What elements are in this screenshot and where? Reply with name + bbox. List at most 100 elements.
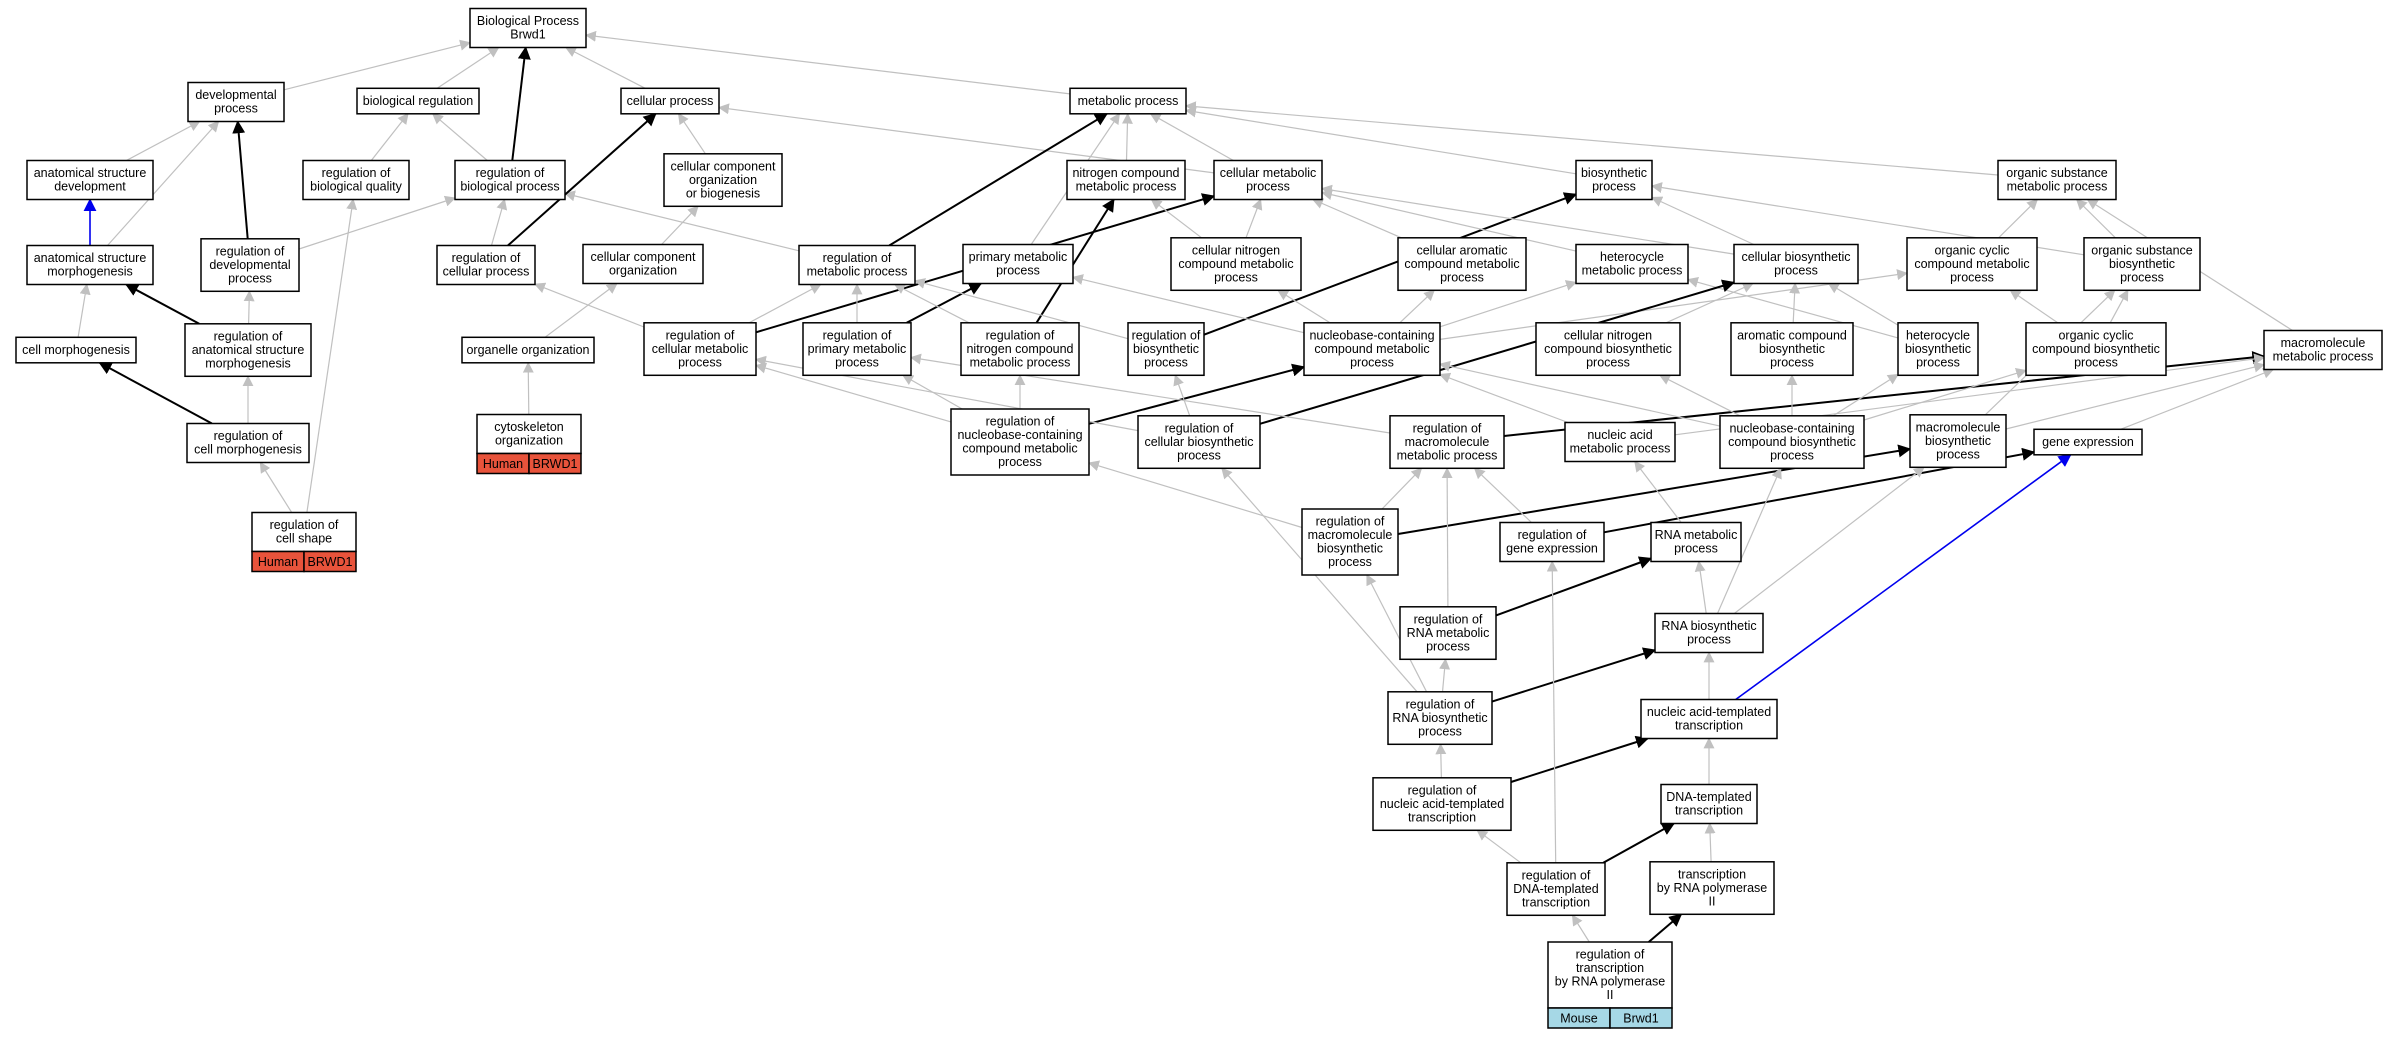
term-label-line: morphogenesis [47, 265, 132, 279]
term-box [1654, 612, 1764, 654]
term-node-metabolic-process[interactable]: metabolic process [1069, 87, 1187, 115]
edge-metabolic-process-to-bp-root [584, 30, 1071, 95]
term-label-line: transcription [1576, 961, 1644, 975]
edge-organelle-organization-to-cellular-component-organization [544, 282, 618, 338]
term-label-line: biosynthetic [1133, 342, 1199, 356]
edge-anatomical-structure-development-to-developmental-process [126, 120, 201, 162]
term-label-line: cytoskeleton [494, 420, 564, 434]
edge-regulation-of-biological-process-to-bp-root [511, 46, 531, 161]
term-label-line: primary metabolic [969, 250, 1068, 264]
edge-regulation-of-transcription-by-rna-polymerase-ii-to-transcription-by-rna-polymerase-ii [1648, 913, 1683, 943]
term-node-regulation-of-nucleobase-containing-compound-metabolic-process[interactable]: regulation ofnucleobase-containingcompou… [950, 408, 1090, 476]
term-node-biological-regulation[interactable]: biological regulation [356, 87, 480, 115]
term-box [1372, 777, 1512, 832]
term-label-line: RNA biosynthetic [1392, 711, 1487, 725]
term-box [1719, 415, 1865, 470]
term-box [461, 336, 595, 364]
term-label-line: metabolic process [1582, 264, 1683, 278]
term-box [1997, 159, 2117, 201]
term-box [1640, 698, 1778, 740]
term-node-cellular-process[interactable]: cellular process [620, 87, 720, 115]
term-label-line: process [996, 264, 1040, 278]
term-label-line: RNA biosynthetic [1661, 619, 1756, 633]
term-node-gene-expression[interactable]: gene expression [2033, 428, 2143, 456]
term-label-line: process [1144, 355, 1188, 369]
gene-tag-label: Brwd1 [1623, 1012, 1658, 1026]
term-label-line: cell morphogenesis [194, 443, 302, 457]
edge-macromolecule-biosynthetic-process-to-macromolecule-metabolic-process [2005, 361, 2266, 430]
term-box [1170, 237, 1302, 292]
term-label-line: process [2120, 270, 2164, 284]
term-label-line: compound biosynthetic [1544, 342, 1672, 356]
term-label-line: metabolic process [1078, 94, 1179, 108]
term-box [1649, 861, 1775, 916]
term-label-line: metabolic process [807, 265, 908, 279]
term-box [1650, 521, 1742, 563]
term-node-organelle-organization[interactable]: organelle organization [461, 336, 595, 364]
edge-regulation-of-cellular-process-to-regulation-of-biological-process [490, 198, 508, 246]
edge-regulation-of-cellular-biosynthetic-process-to-regulation-of-biosynthetic-process [1173, 374, 1191, 417]
term-label-line: regulation of [476, 166, 545, 180]
edge-regulation-of-nucleobase-containing-compound-metabolic-process-to-nucleobase-containing-compound-metabolic-process [1088, 363, 1306, 425]
edge-rna-biosynthetic-process-to-nucleobase-containing-compound-biosynthetic-process [1716, 467, 1782, 614]
term-box [1575, 243, 1689, 285]
edge-regulation-of-nucleic-acid-templated-transcription-to-regulation-of-rna-biosynthetic-process [1435, 743, 1447, 778]
term-node-cell-morphogenesis[interactable]: cell morphogenesis [15, 336, 137, 364]
term-label-line: regulation of [270, 518, 339, 532]
edge-nucleic-acid-metabolic-process-to-nucleobase-containing-compound-metabolic-process [1438, 372, 1569, 424]
term-node-regulation-of-macromolecule-biosynthetic-process[interactable]: regulation ofmacromoleculebiosyntheticpr… [1301, 508, 1399, 576]
